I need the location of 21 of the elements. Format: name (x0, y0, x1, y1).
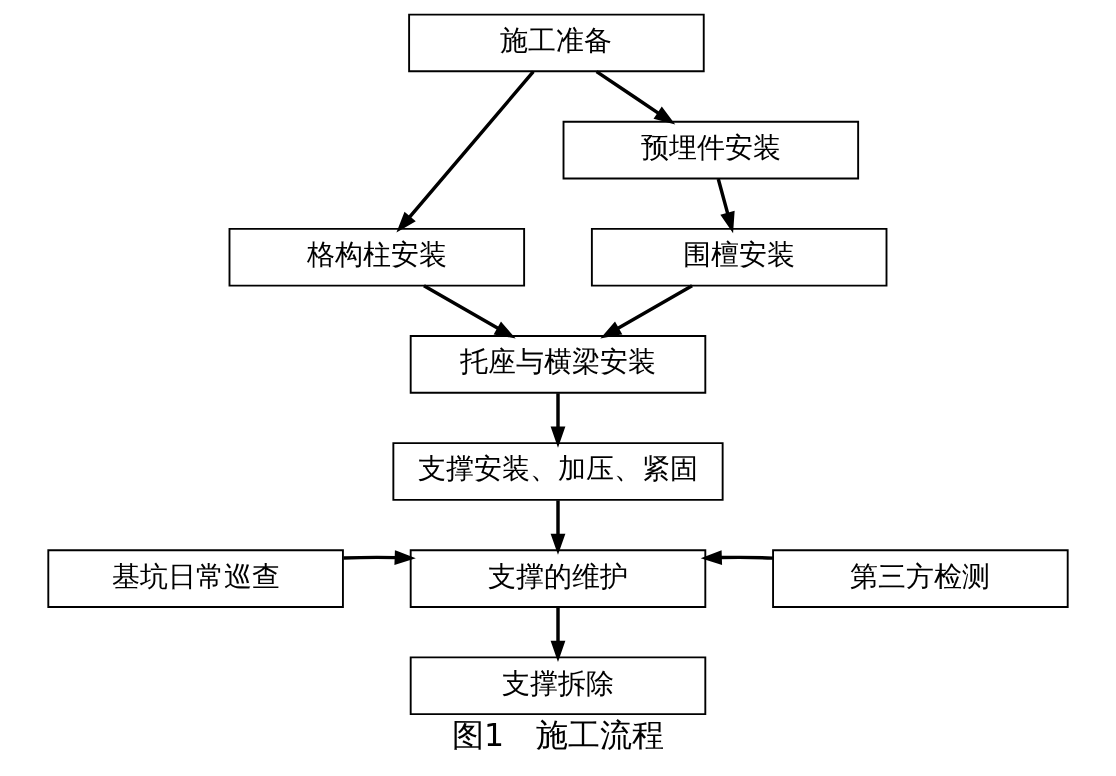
arrow (700, 550, 773, 565)
caption: 图1 施工流程 (451, 716, 665, 753)
arrow (600, 284, 693, 339)
arrow (550, 607, 566, 662)
node-box: 第三方检测 (772, 549, 1069, 608)
node-box: 施工准备 (408, 13, 705, 73)
arrow (343, 550, 416, 565)
node-box: 支撑拆除 (409, 656, 707, 716)
arrow (423, 284, 516, 339)
node-box: 围檀安装 (590, 227, 888, 287)
arrow (550, 500, 566, 555)
arrow (550, 393, 566, 448)
node-box: 支撑的维护 (409, 549, 707, 608)
node-box: 基坑日常巡查 (47, 549, 344, 608)
node-box: 支撑安装、加压、紧固 (392, 442, 724, 501)
arrow (396, 70, 535, 233)
arrow (595, 70, 676, 125)
node-box: 格构柱安装 (228, 227, 526, 287)
node-box: 预埋件安装 (562, 120, 860, 180)
node-box: 托座与横梁安装 (409, 335, 707, 394)
arrow (716, 178, 735, 234)
